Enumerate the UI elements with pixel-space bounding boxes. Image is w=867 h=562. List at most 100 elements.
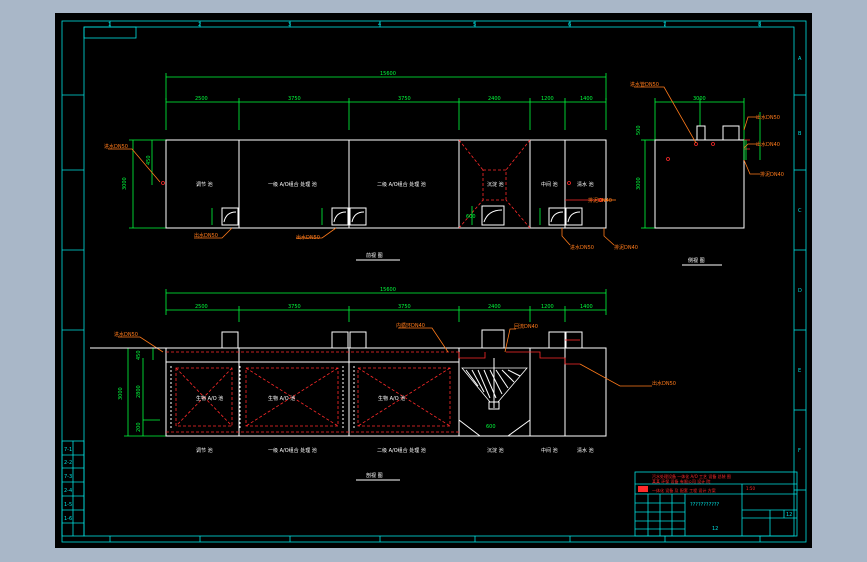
frame-row-letter-2: C xyxy=(798,208,802,214)
front-chamber-label-1: 一级 A/O组合 处理 池 xyxy=(268,181,317,188)
front-pipe-label-2: 出水DN50 xyxy=(296,234,320,241)
section-red-pipes xyxy=(458,339,580,365)
section-view-title: 剖视 图 xyxy=(366,472,383,479)
outer-frame xyxy=(61,20,807,543)
revision-row-1: 2-2 xyxy=(64,460,72,466)
section-segment-dim-5: 1400 xyxy=(580,304,593,310)
front-segment-dim-4: 1200 xyxy=(541,96,554,102)
front-view-title: 前视 图 xyxy=(366,252,383,259)
frame-row-letter-4: E xyxy=(798,368,801,374)
inner-frame xyxy=(83,26,795,537)
section-pipe-label-1: 内循环DN40 xyxy=(396,322,425,329)
section-hatch-dim: 600 xyxy=(486,424,496,430)
section-segment-dim-2: 3750 xyxy=(398,304,411,310)
title-header-line-2: 一体化 设备 及 配套 工程 设计 方案 xyxy=(652,487,716,493)
settling-funnel xyxy=(458,139,531,229)
front-pipe-label-3: 进水DN50 xyxy=(570,244,594,251)
revision-row-5: 1-6 xyxy=(64,516,72,522)
side-height-dim: 3000 xyxy=(636,177,642,190)
title-block[interactable]: 污水处理设备 一体化 A/O 工艺 设备 总装 图 某某 环保 设备 有限公司 … xyxy=(634,471,798,537)
frame-row-letters: A B C D E F xyxy=(798,56,802,454)
front-height-dim: 3000 xyxy=(122,177,128,190)
aerator-columns xyxy=(170,366,355,430)
frame-row-letter-1: B xyxy=(798,131,802,137)
frame-row-letter-3: D xyxy=(798,288,802,294)
front-view[interactable]: 15600 2500 3750 3750 2400 1200 1400 3000 45… xyxy=(104,71,638,261)
drawing-sheet xyxy=(55,13,812,548)
revision-row-4: 1-5 xyxy=(64,502,72,508)
section-height-dim-3: 200 xyxy=(136,422,142,432)
front-chamber-label-5: 清水 池 xyxy=(577,181,594,188)
front-tank-outline xyxy=(165,139,607,229)
frame-col-number-5: 6 xyxy=(568,22,571,28)
sheet-number: 12 xyxy=(712,526,718,532)
front-segment-dim-5: 1400 xyxy=(580,96,593,102)
side-view-title: 侧视 图 xyxy=(688,257,705,264)
front-pipe-label-5: 排泥DN40 xyxy=(588,197,612,204)
section-inner-label-c: 生物 A/O 池 xyxy=(196,395,223,402)
front-manholes xyxy=(221,205,583,226)
side-width-dim: 3000 xyxy=(693,96,706,102)
section-inner-label-1: 生物 A/O 池 xyxy=(378,395,405,402)
section-chamber-label-2: 二级 A/O组合 处理 池 xyxy=(377,447,426,454)
section-pipe-label-2: 回流DN40 xyxy=(514,323,538,330)
side-pipe-label-0: 进水管DN50 xyxy=(630,81,659,88)
frame-col-number-2: 3 xyxy=(288,22,291,28)
section-segment-dim-4: 1200 xyxy=(541,304,554,310)
title-header-line-0: 污水处理设备 一体化 A/O 工艺 设备 总装 图 xyxy=(652,473,731,479)
section-height-dim-0: 3000 xyxy=(118,387,124,400)
frame-row-letter-0: A xyxy=(798,56,802,62)
front-pipe-label-0: 进水DN50 xyxy=(104,143,128,150)
side-pipe-label-3: 排泥DN40 xyxy=(760,171,784,178)
section-pipe-label-0: 进水DN50 xyxy=(114,331,138,338)
revision-row-0: 7-1 xyxy=(64,447,72,453)
front-pipe-label-1: 出水DN50 xyxy=(194,232,218,239)
front-hatch-dim: 600 xyxy=(466,214,476,220)
bio-media-zones xyxy=(175,367,451,427)
front-chamber-label-2: 二级 A/O组合 处理 池 xyxy=(377,181,426,188)
section-chamber-label-1: 一级 A/O组合 处理 池 xyxy=(268,447,317,454)
section-chamber-label-3: 沉淀 池 xyxy=(487,447,504,454)
front-pipe-label-4: 排泥DN40 xyxy=(614,244,638,251)
section-tank-outline xyxy=(165,347,607,437)
front-segment-dim-2: 3750 xyxy=(398,96,411,102)
section-pipe-label-3: 出水DN50 xyxy=(652,380,676,387)
front-pipes xyxy=(161,181,606,202)
front-segment-dim-0: 2500 xyxy=(195,96,208,102)
front-chamber-label-0: 调节 池 xyxy=(196,181,213,188)
frame-row-letter-5: F xyxy=(798,448,801,454)
front-total-dim: 15600 xyxy=(380,71,396,77)
frame-col-number-6: 7 xyxy=(663,22,666,28)
scale-value: 1:50 xyxy=(746,486,755,491)
settling-section xyxy=(458,358,531,437)
front-segment-dim-1: 3750 xyxy=(288,96,301,102)
section-chamber-label-0: 调节 池 xyxy=(196,447,213,454)
frame-col-number-7: 8 xyxy=(758,22,761,28)
revision-row-2: 7-3 xyxy=(64,474,72,480)
side-pipe-label-2: 出水DN40 xyxy=(756,141,780,148)
section-chamber-label-4: 中间 池 xyxy=(541,447,558,454)
revision-row-3: 2-4 xyxy=(64,488,72,494)
section-height-dim-1: 2800 xyxy=(136,385,142,398)
code-value: 12 xyxy=(786,512,792,518)
frame-col-number-4: 5 xyxy=(473,22,476,28)
revision-table: 7-1 2-2 7-3 2-4 1-5 1-6 xyxy=(61,440,85,537)
frame-ticks xyxy=(62,21,806,542)
section-segment-dim-3: 2400 xyxy=(488,304,501,310)
frame-col-number-0: 1 xyxy=(108,22,111,28)
front-side-dim: 450 xyxy=(146,155,152,165)
side-leaders xyxy=(634,86,760,175)
section-inner-label-0: 生物 A/O 池 xyxy=(268,395,295,402)
side-pipe-label-1: 出水DN50 xyxy=(756,114,780,121)
frame-col-number-1: 2 xyxy=(198,22,201,28)
front-chamber-label-4: 中间 池 xyxy=(541,181,558,188)
section-leaders xyxy=(118,327,652,387)
section-segment-dim-0: 2500 xyxy=(195,304,208,310)
front-segment-dim-3: 2400 xyxy=(488,96,501,102)
section-segment-dim-1: 3750 xyxy=(288,304,301,310)
section-height-dim-2: 450 xyxy=(136,350,142,360)
side-view[interactable]: 3000 3000 500 进水管DN50 出水DN50 出水DN40 排泥DN… xyxy=(630,81,784,266)
